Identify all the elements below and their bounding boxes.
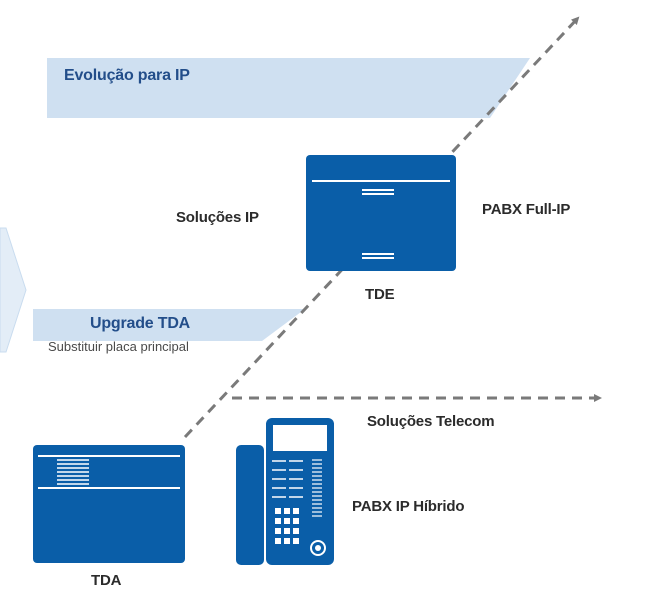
- upgrade-subtitle: Substituir placa principal: [48, 339, 189, 354]
- tde-cabinet-icon: [306, 155, 456, 271]
- desk-phone-icon: [236, 418, 334, 565]
- ip-evolution-arrow: [183, 16, 580, 439]
- chevron-right-icon: [0, 227, 27, 353]
- full-ip-label: PABX Full-IP: [482, 201, 571, 218]
- tde-label: TDE: [365, 286, 395, 303]
- evolution-banner: [47, 58, 530, 118]
- upgrade-banner: [33, 309, 305, 341]
- upgrade-title: Upgrade TDA: [90, 315, 191, 332]
- hybrid-label: PABX IP Híbrido: [352, 498, 465, 515]
- ip-solutions-label: Soluções IP: [176, 209, 259, 226]
- tda-cabinet-icon: [33, 445, 185, 563]
- telecom-solutions-label: Soluções Telecom: [367, 413, 495, 430]
- evolution-title: Evolução para IP: [64, 67, 190, 84]
- tda-label: TDA: [91, 572, 122, 589]
